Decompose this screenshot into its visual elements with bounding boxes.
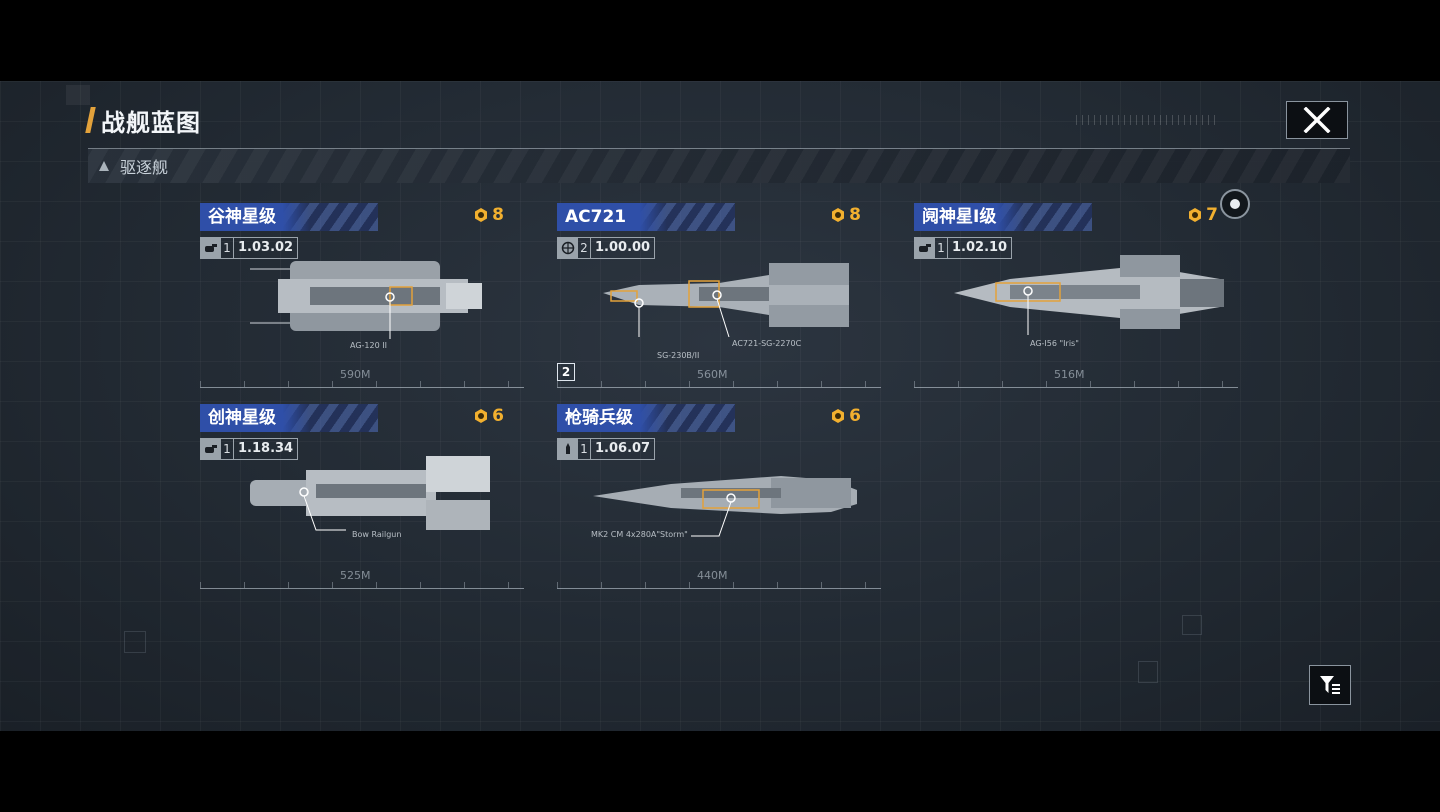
command-point-icon [475, 409, 488, 423]
letterbox-bottom [0, 731, 1440, 812]
ship-name: AC721 [565, 207, 627, 227]
scale-baseline [914, 387, 1238, 388]
scale-baseline [200, 588, 524, 589]
ship-tier: 1 [578, 439, 591, 459]
weapon-label: AC721-SG-2270C [732, 339, 802, 348]
ship-length: 590M [340, 368, 371, 381]
target-button[interactable] [1220, 189, 1250, 219]
ship-cost-value: 8 [849, 205, 861, 225]
ship-version: 1.02.10 [952, 240, 1008, 255]
ship-name-bar: 阋神星I级 [914, 203, 1092, 231]
cannon-icon [201, 439, 221, 459]
ship-cost: 7 [1187, 205, 1218, 225]
corner-marker [66, 85, 90, 105]
scale-ticks [200, 582, 524, 588]
ship-version: 1.06.07 [595, 441, 651, 456]
title-accent [85, 107, 96, 133]
scale-baseline [557, 387, 881, 388]
page-header: 战舰蓝图 [85, 105, 201, 137]
decorative-ticks [1076, 115, 1216, 125]
ship-card[interactable]: 枪骑兵级 6 1 1.06.07 MK2 CM 4x280A"Storm" 44… [557, 404, 883, 594]
ship-card[interactable]: 谷神星级 8 1 1.03.02 AG-120 II [200, 203, 526, 429]
weapon-label: Bow Railgun [352, 530, 402, 539]
target-circle-icon [1230, 199, 1240, 209]
weapon-label: MK2 CM 4x280A"Storm" [591, 530, 688, 539]
ship-blueprint-image [250, 456, 490, 531]
ship-tier: 1 [221, 238, 234, 258]
ship-tier: 1 [935, 238, 948, 258]
filter-button[interactable] [1309, 665, 1351, 705]
triangle-up-icon [99, 161, 109, 171]
ship-name: 枪骑兵级 [565, 408, 633, 428]
ship-tier: 2 [578, 238, 591, 258]
cannon-icon [915, 238, 935, 258]
ship-version: 1.03.02 [238, 240, 294, 255]
version-box: 1 1.03.02 [200, 237, 299, 259]
ship-cost-value: 7 [1206, 205, 1218, 225]
ship-name-bar: 谷神星级 [200, 203, 378, 231]
command-point-icon [832, 208, 845, 222]
ship-cost: 6 [473, 406, 504, 426]
command-point-icon [1189, 208, 1202, 222]
ship-length: 525M [340, 569, 371, 582]
weapon-label: AG-120 II [350, 341, 387, 350]
version-box: 1 1.02.10 [914, 237, 1013, 259]
scale-baseline [200, 387, 524, 388]
ship-blueprint-image [593, 476, 857, 537]
bg-frame [1138, 661, 1158, 683]
command-point-icon [475, 208, 488, 222]
category-label: 驱逐舰 [120, 158, 169, 177]
version-box: 1 1.06.07 [557, 438, 656, 460]
scale-baseline [557, 588, 881, 589]
ship-card[interactable]: 阋神星I级 7 1 1.02.10 AG-I56 "Iris" [914, 203, 1240, 393]
scale-ticks [557, 582, 881, 588]
version-box: 2 1.00.00 [557, 237, 656, 259]
ship-name: 谷神星级 [208, 207, 276, 227]
ship-tier: 1 [221, 439, 234, 459]
ship-blueprint-image [954, 255, 1224, 335]
ship-card[interactable]: 创神星级 6 1 1.18.34 Bow Railgun 525M [200, 404, 526, 594]
ship-name-bar: 创神星级 [200, 404, 378, 432]
ship-cost: 8 [830, 205, 861, 225]
bg-frame [124, 631, 146, 653]
ship-card[interactable]: AC721 8 2 1.00.00 AC721-SG- [557, 203, 883, 393]
ship-name-bar: AC721 [557, 203, 735, 231]
command-point-icon [832, 409, 845, 423]
scale-ticks [557, 381, 881, 387]
weapon-label: AG-I56 "Iris" [1030, 339, 1079, 348]
torpedo-icon [558, 439, 578, 459]
category-header[interactable]: 驱逐舰 [88, 149, 1350, 183]
ship-cost: 6 [830, 406, 861, 426]
scale-ticks [914, 381, 1238, 387]
ship-cost-value: 6 [492, 406, 504, 426]
ship-length: 440M [697, 569, 728, 582]
weapon-label: SG-230B/II [657, 351, 700, 360]
filter-icon [1320, 676, 1340, 694]
scale-ticks [200, 381, 524, 387]
ship-cost-value: 8 [492, 205, 504, 225]
ship-blueprint-image [603, 263, 849, 337]
ship-version: 1.18.34 [238, 441, 294, 456]
ship-name: 创神星级 [208, 408, 276, 428]
ship-name-bar: 枪骑兵级 [557, 404, 735, 432]
blueprint-screen: 战舰蓝图 驱逐舰 谷神星级 8 1 1.03.02 [0, 81, 1440, 731]
ship-version: 1.00.00 [595, 240, 651, 255]
close-button[interactable] [1286, 101, 1348, 139]
bg-frame [1182, 615, 1202, 635]
globe-icon [558, 238, 578, 258]
ship-blueprint-image [250, 261, 482, 339]
slot-badge: 2 [557, 363, 575, 381]
ship-length: 560M [697, 368, 728, 381]
close-icon [1303, 107, 1331, 133]
page-title: 战舰蓝图 [101, 108, 201, 137]
version-box: 1 1.18.34 [200, 438, 299, 460]
ship-length: 516M [1054, 368, 1085, 381]
ship-cost-value: 6 [849, 406, 861, 426]
header-divider [88, 148, 1350, 149]
ship-name: 阋神星I级 [922, 207, 997, 227]
cannon-icon [201, 238, 221, 258]
letterbox-top [0, 0, 1440, 81]
ship-cost: 8 [473, 205, 504, 225]
